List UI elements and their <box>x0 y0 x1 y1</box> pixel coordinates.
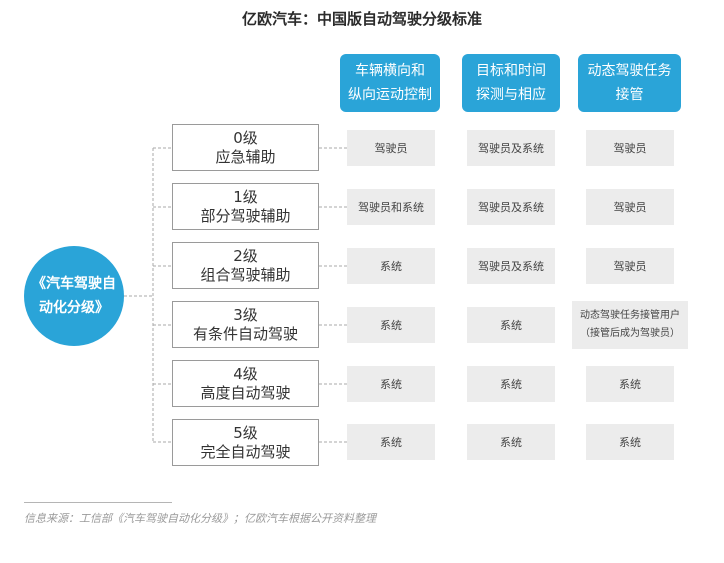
level-grade: 2级 <box>233 246 258 265</box>
cell-r3-c2-line-2: （接管后成为驾驶员） <box>580 328 680 339</box>
level-name: 部分驾驶辅助 <box>200 206 291 225</box>
source-note: 信息来源：工信部《汽车驾驶自动化分级》；亿欧汽车根据公开资料整理 <box>24 512 376 525</box>
level-grade: 3级 <box>233 305 258 324</box>
cell-r3-c2-line-1: 动态驾驶任务接管用户 <box>580 310 680 321</box>
cell-r5-c1: 系统 <box>467 424 555 460</box>
level-box-1: 1级 部分驾驶辅助 <box>172 183 319 230</box>
cell-r5-c0: 系统 <box>347 424 435 460</box>
cell-r1-c1: 驾驶员及系统 <box>467 189 555 225</box>
level-name: 应急辅助 <box>215 147 276 166</box>
level-box-3: 3级 有条件自动驾驶 <box>172 301 319 348</box>
diagram-title: 亿欧汽车：中国版自动驾驶分级标准 <box>241 10 482 28</box>
level-name: 完全自动驾驶 <box>200 442 291 461</box>
cell-r3-c1: 系统 <box>467 307 555 343</box>
cell-r0-c0: 驾驶员 <box>347 130 435 166</box>
footer-divider <box>24 502 172 503</box>
cell-r2-c0: 系统 <box>347 248 435 284</box>
cell-r3-c2: 动态驾驶任务接管用户 （接管后成为驾驶员） <box>572 301 688 349</box>
level-box-2: 2级 组合驾驶辅助 <box>172 242 319 289</box>
cell-r0-c2: 驾驶员 <box>586 130 674 166</box>
level-box-5: 5级 完全自动驾驶 <box>172 419 319 466</box>
level-box-0: 0级 应急辅助 <box>172 124 319 171</box>
root-line-2: 动化分级》 <box>39 300 109 316</box>
cell-r2-c2: 驾驶员 <box>586 248 674 284</box>
cell-r4-c0: 系统 <box>347 366 435 402</box>
cell-r1-c2: 驾驶员 <box>586 189 674 225</box>
level-name: 高度自动驾驶 <box>200 383 291 402</box>
cell-r4-c1: 系统 <box>467 366 555 402</box>
root-node: 《汽车驾驶自 动化分级》 <box>24 246 124 346</box>
column-header-takeover: 动态驾驶任务 接管 <box>578 54 681 112</box>
root-line-1: 《汽车驾驶自 <box>32 276 116 292</box>
cell-r0-c1: 驾驶员及系统 <box>467 130 555 166</box>
level-grade: 5级 <box>233 423 258 442</box>
level-name: 组合驾驶辅助 <box>200 265 291 284</box>
cell-r1-c0: 驾驶员和系统 <box>347 189 435 225</box>
cell-r4-c2: 系统 <box>586 366 674 402</box>
column-header-detection-response: 目标和时间 探测与相应 <box>462 54 560 112</box>
level-box-4: 4级 高度自动驾驶 <box>172 360 319 407</box>
cell-r3-c0: 系统 <box>347 307 435 343</box>
level-name: 有条件自动驾驶 <box>192 324 298 343</box>
column-header-motion-control: 车辆横向和 纵向运动控制 <box>340 54 440 112</box>
cell-r5-c2: 系统 <box>586 424 674 460</box>
level-grade: 4级 <box>233 364 258 383</box>
level-grade: 0级 <box>233 128 258 147</box>
cell-r2-c1: 驾驶员及系统 <box>467 248 555 284</box>
level-grade: 1级 <box>233 187 258 206</box>
